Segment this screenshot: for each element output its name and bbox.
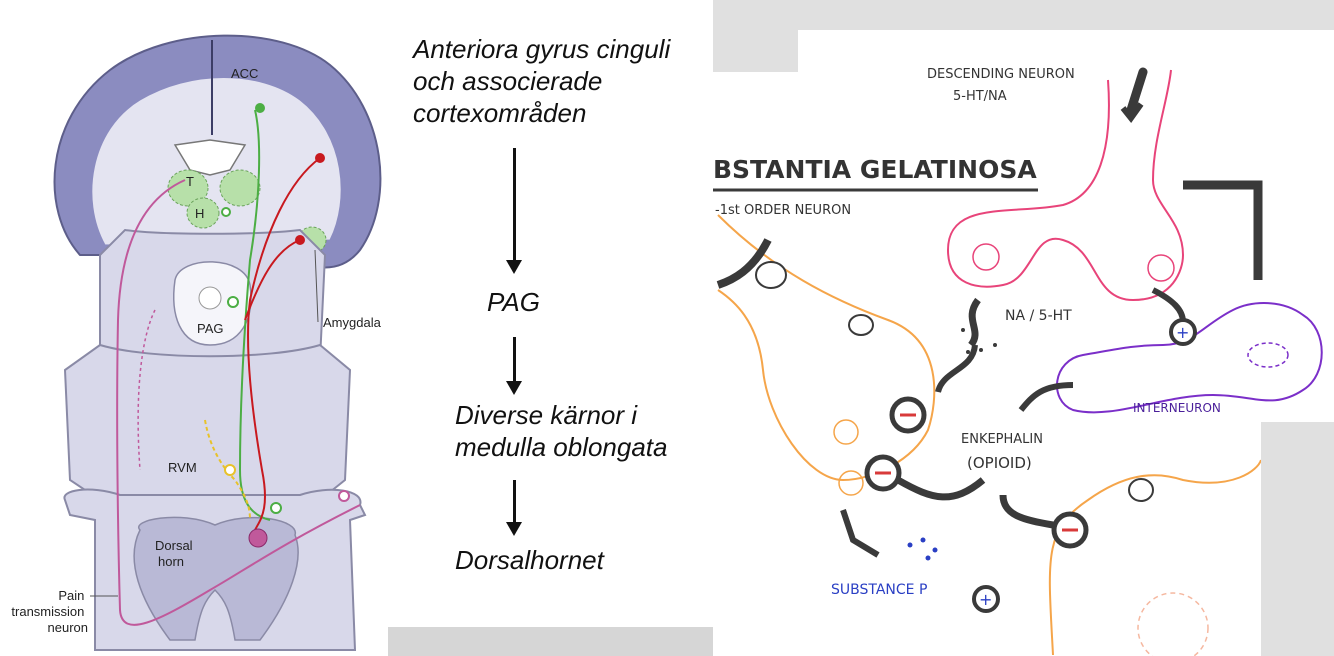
aqueduct <box>198 286 222 310</box>
label-na-5ht: NA / 5-HT <box>1005 308 1072 324</box>
svg-text:+: + <box>979 590 992 609</box>
label-pag: PAG <box>197 321 224 336</box>
label-dorsal-horn-l1: Dorsal <box>155 538 193 553</box>
flow-step-cortex: Anteriora gyrus cinguli och associerade … <box>413 34 671 128</box>
label-interneuron: INTERNEURON <box>1133 401 1221 415</box>
label-first-order-neuron: -1st ORDER NEURON <box>715 203 851 218</box>
red-amygdala-pathway <box>244 239 301 321</box>
flow-step-dorsal-horn: Dorsalhornet <box>455 545 604 575</box>
brain-pain-pathway-diagram: ACC T H PAG Amygdala RVM Dorsal horn Pai… <box>0 0 395 656</box>
label-descending-neuron: DESCENDING NEURON <box>927 67 1075 82</box>
label-enkephalin: ENKEPHALIN <box>961 432 1043 447</box>
descending-neuron <box>946 69 1185 302</box>
label-opioid: (OPIOID) <box>967 454 1032 472</box>
down-arrow-icon <box>506 148 522 274</box>
down-arrow-icon <box>506 337 522 395</box>
flow-step-pag: PAG <box>487 287 540 317</box>
label-rvm: RVM <box>168 460 197 475</box>
label-t: T <box>186 174 194 189</box>
label-dorsal-horn: Dorsal horn <box>155 538 196 569</box>
label-pain-neuron: Pain transmission neuron <box>11 588 88 635</box>
yellow-pathway <box>204 419 251 521</box>
label-h: H <box>195 206 204 221</box>
flow-step-medulla: Diverse kärnor i medulla oblongata <box>455 400 668 462</box>
label-dorsal-horn-l2: horn <box>158 554 184 569</box>
label-substance-p: SUBSTANCE P <box>831 582 927 598</box>
grey-strip <box>388 627 718 656</box>
hand-drawn-synapse-sketch: + + DESCENDING NEURON 5-HT/NA BSTANTIA G… <box>713 0 1334 656</box>
down-arrow-icon <box>506 480 522 536</box>
dorsal-horn-neuron <box>248 528 268 548</box>
descending-pathway-flow: Anteriora gyrus cinguli och associerade … <box>395 0 713 656</box>
pink-pathway <box>116 179 361 626</box>
label-5ht-na: 5-HT/NA <box>953 89 1007 104</box>
svg-text:+: + <box>1176 323 1189 342</box>
thalamus-region <box>167 169 209 207</box>
thalamus-region-right <box>219 169 261 207</box>
label-amygdala: Amygdala <box>323 315 382 330</box>
label-substantia-gelatinosa: BSTANTIA GELATINOSA <box>713 155 1037 184</box>
pink-dashed-pathway <box>137 309 156 471</box>
medulla-section <box>63 343 352 502</box>
first-order-neuron <box>717 214 936 482</box>
label-acc: ACC <box>231 66 258 81</box>
hypothalamus-region <box>186 197 220 229</box>
red-pathway <box>247 157 321 531</box>
